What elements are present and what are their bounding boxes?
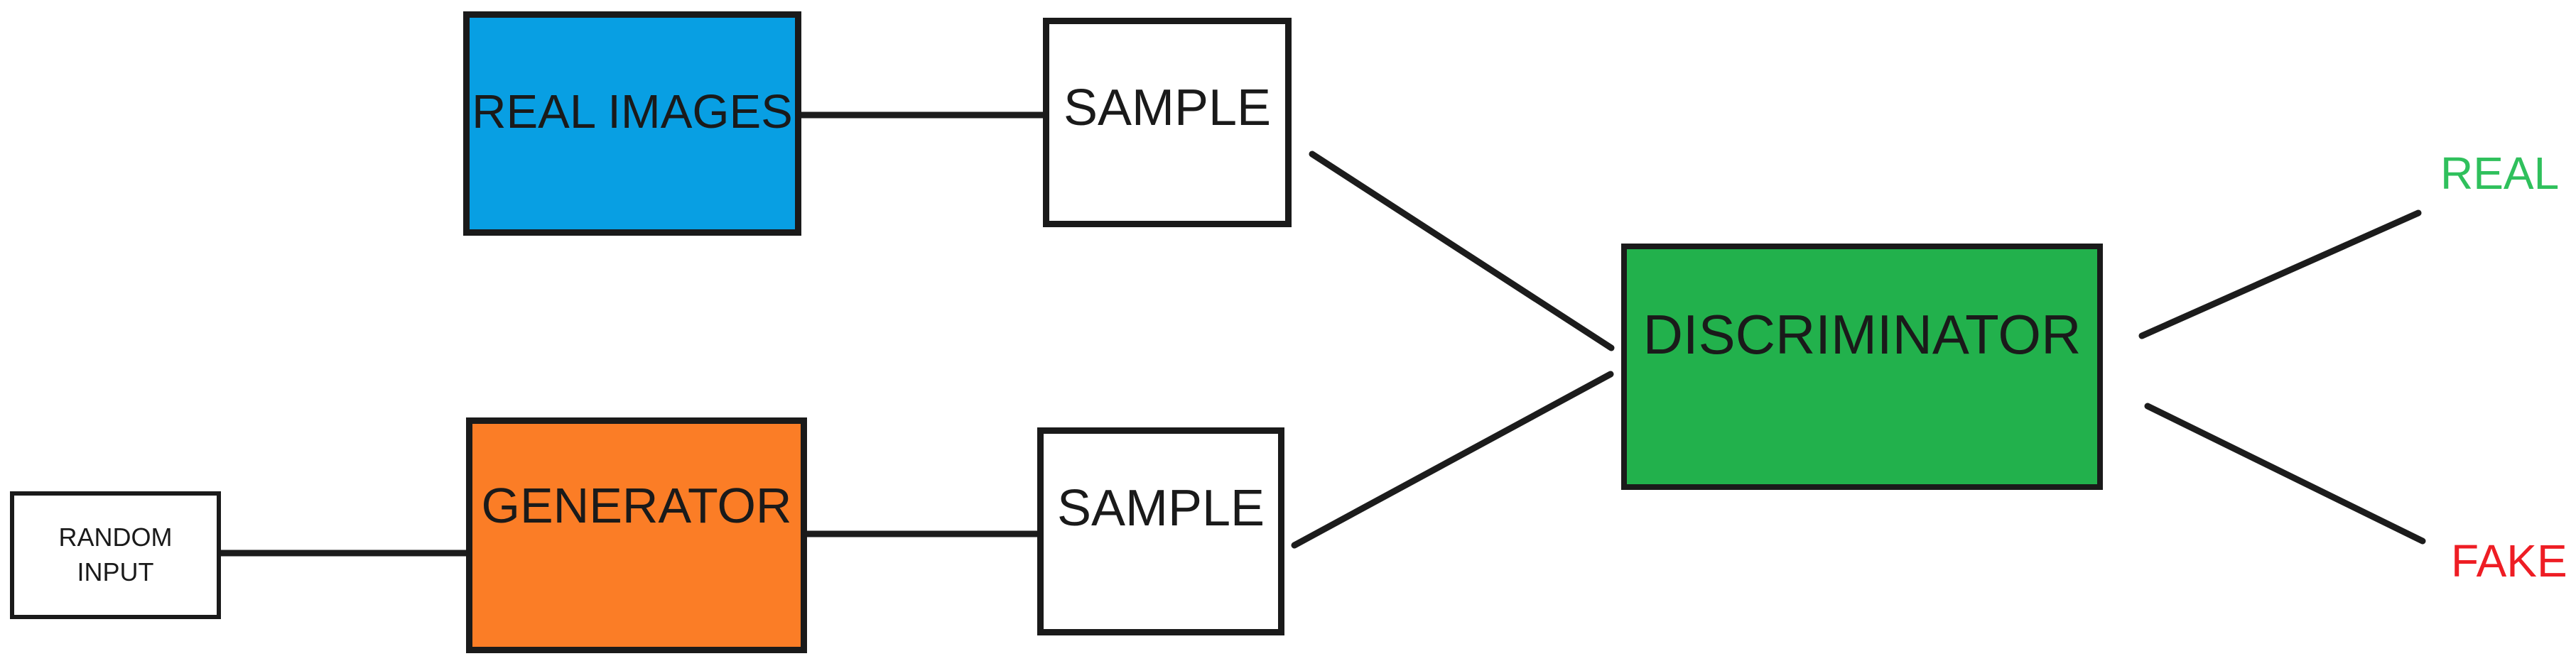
output-label-real: REAL (2440, 148, 2560, 199)
node-random-input: RANDOM INPUT (10, 491, 221, 619)
node-discriminator-label: DISCRIMINATOR (1643, 302, 2082, 366)
node-real-images: REAL IMAGES (463, 11, 801, 236)
connector-discriminator-to-fake (2144, 403, 2426, 545)
connector-sample-top-to-discriminator (1309, 151, 1615, 351)
node-generator: GENERATOR (466, 417, 807, 653)
node-sample-bottom-label: SAMPLE (1056, 479, 1265, 537)
node-sample-top: SAMPLE (1043, 18, 1292, 227)
connector-sample-bottom-to-discriminator (1291, 371, 1614, 549)
node-random-input-label: RANDOM INPUT (58, 523, 173, 586)
node-sample-bottom: SAMPLE (1037, 427, 1284, 635)
node-generator-label: GENERATOR (481, 477, 792, 533)
node-discriminator: DISCRIMINATOR (1621, 244, 2103, 490)
connector-discriminator-to-real (2138, 209, 2422, 339)
node-sample-top-label: SAMPLE (1063, 79, 1272, 136)
node-real-images-label: REAL IMAGES (472, 85, 793, 139)
output-label-fake: FAKE (2451, 535, 2567, 586)
